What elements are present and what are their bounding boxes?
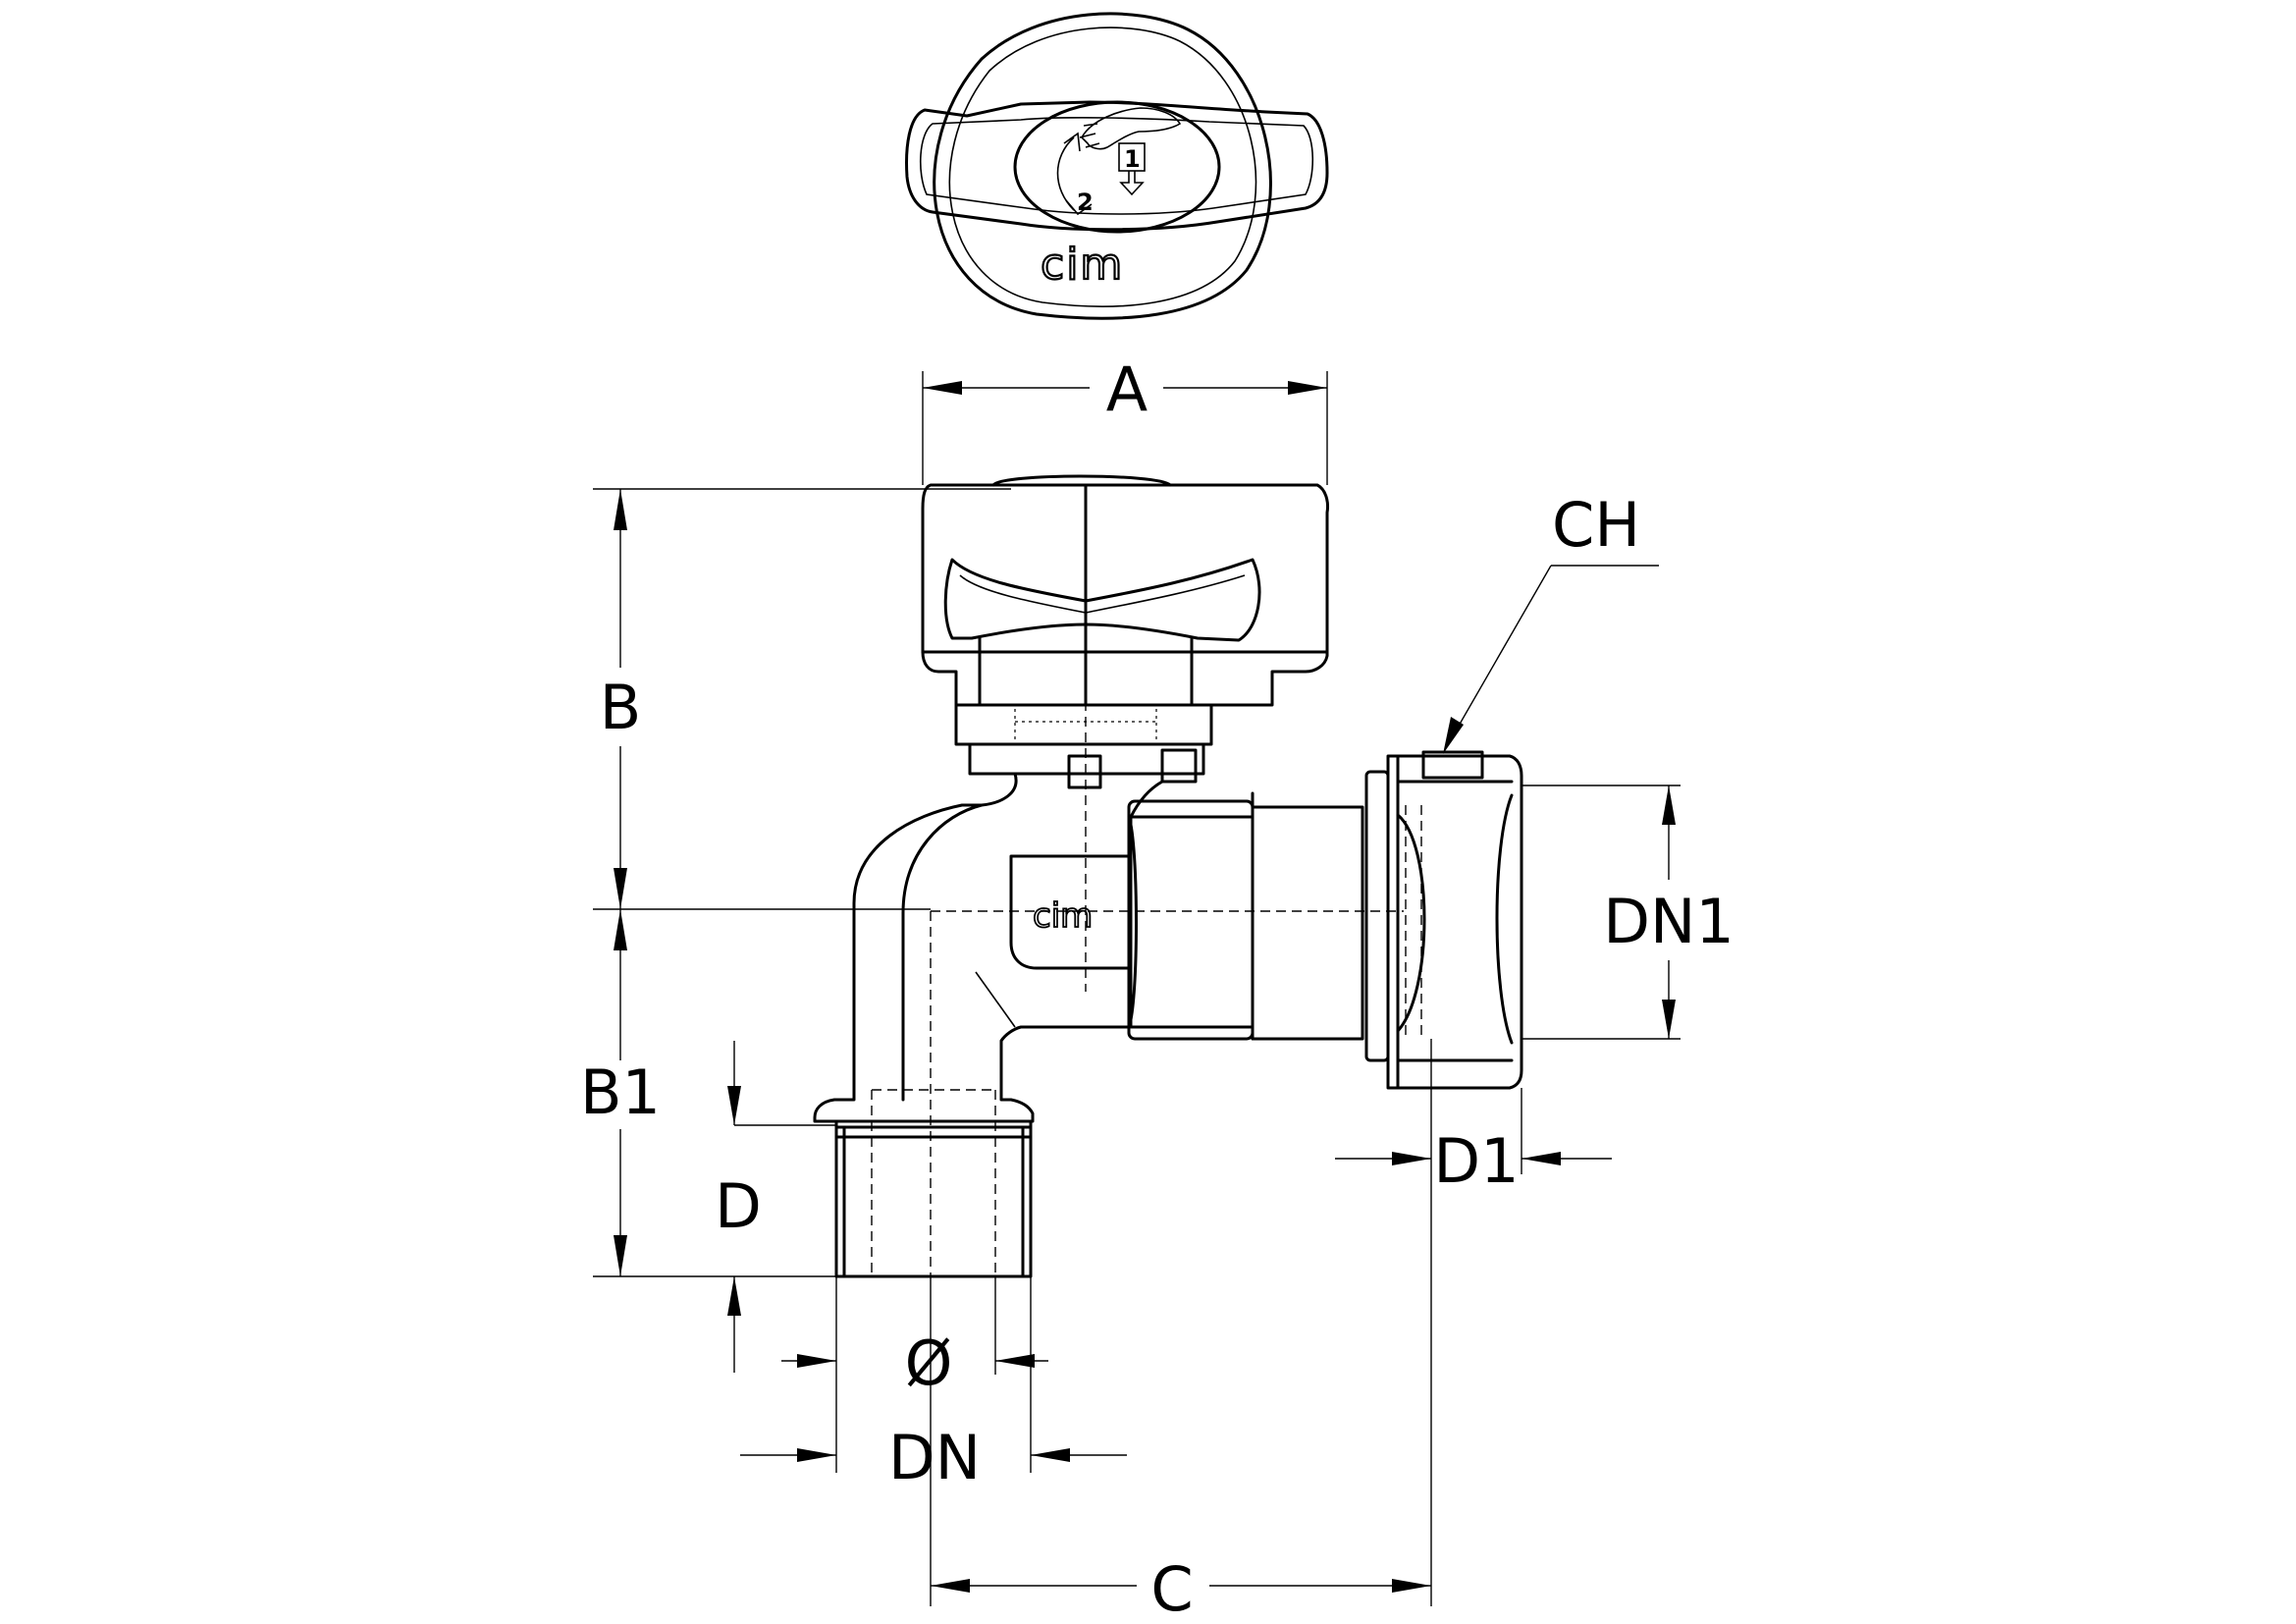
rotate-arrow-icon	[1056, 132, 1093, 216]
handle-front-view	[921, 474, 1329, 789]
dimensions: A B B1 D Ø DN	[580, 353, 1735, 1624]
dim-A-label: A	[1106, 353, 1148, 425]
dim-D1-label: D1	[1433, 1125, 1519, 1197]
brand-top-view: cim	[1041, 240, 1124, 290]
dim-CH-label: CH	[1552, 489, 1640, 561]
step-2-label: 2	[1077, 189, 1094, 216]
step-1-label: 1	[1124, 145, 1141, 173]
dim-diameter-label: Ø	[905, 1327, 953, 1399]
dim-D-label: D	[715, 1170, 762, 1242]
dim-B-label: B	[600, 672, 642, 743]
dim-C-label: C	[1150, 1553, 1193, 1624]
handle-top-view: 2 1 cim	[905, 12, 1329, 320]
brand-body: cim	[1033, 896, 1093, 936]
dim-B1-label: B1	[580, 1056, 661, 1128]
dim-DN-label: DN	[888, 1422, 981, 1493]
dim-DN1-label: DN1	[1603, 886, 1735, 957]
valve-body: cim	[813, 638, 1523, 1278]
push-down-arrow-icon	[1118, 142, 1146, 196]
hand-turn-icon	[1079, 107, 1182, 150]
